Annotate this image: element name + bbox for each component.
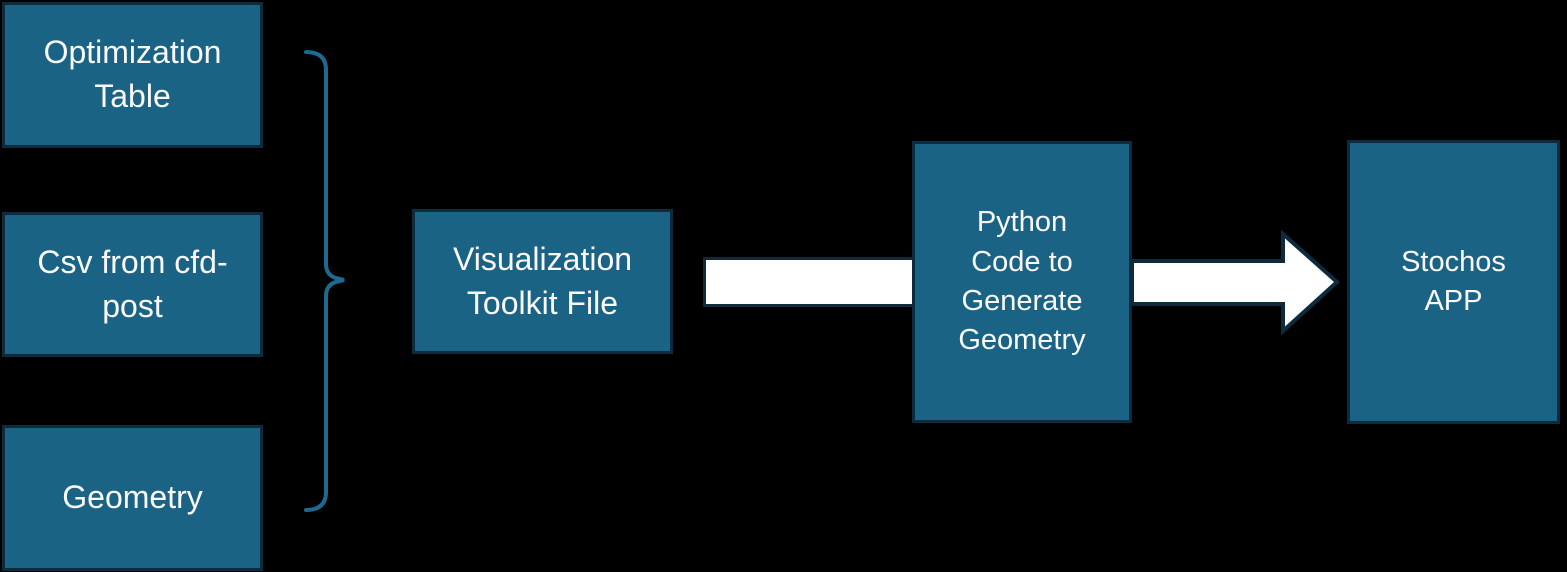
- node-optimization-table: Optimization Table: [2, 2, 263, 148]
- node-geometry: Geometry: [2, 425, 263, 571]
- node-geometry-label: Geometry: [62, 479, 203, 516]
- right-arrow-icon: [1130, 230, 1340, 335]
- node-python-code-to-generate-geometry: Python Code to Generate Geometry: [912, 141, 1132, 423]
- connector-bar-icon: [703, 257, 915, 307]
- node-python-code-label: Python Code to Generate Geometry: [958, 206, 1086, 357]
- node-stochos-app: Stochos APP: [1347, 140, 1560, 424]
- node-csv-from-cfd-post: Csv from cfd- post: [2, 212, 263, 357]
- node-visualization-toolkit-file-label: Visualization Toolkit File: [452, 240, 633, 321]
- node-visualization-toolkit-file: Visualization Toolkit File: [412, 209, 673, 354]
- node-optimization-table-label: Optimization Table: [43, 34, 222, 114]
- node-stochos-app-label: Stochos APP: [1401, 245, 1506, 317]
- curly-brace-icon: [304, 50, 345, 512]
- node-csv-from-cfd-post-label: Csv from cfd- post: [37, 243, 228, 324]
